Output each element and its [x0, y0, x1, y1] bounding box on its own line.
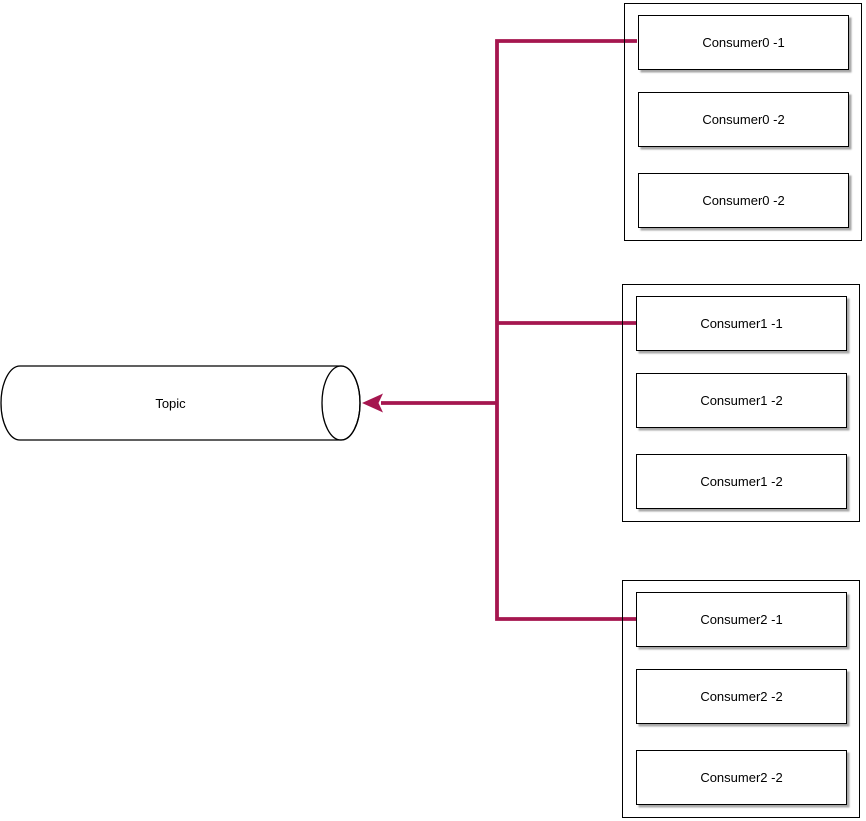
consumer-node[interactable]: Consumer2 -2 [636, 669, 847, 724]
arrowhead-left-icon [362, 393, 383, 413]
consumer-label: Consumer2 -2 [700, 689, 783, 704]
consumer-label: Consumer0 -1 [702, 35, 785, 50]
consumer-node[interactable]: Consumer2 -2 [636, 750, 847, 805]
consumer-node[interactable]: Consumer0 -2 [638, 92, 849, 147]
consumer-group-0[interactable]: Consumer0 -1 Consumer0 -2 Consumer0 -2 [624, 3, 862, 241]
consumer-node[interactable]: Consumer1 -2 [636, 373, 847, 428]
consumer-node[interactable]: Consumer1 -2 [636, 454, 847, 509]
consumer-label: Consumer0 -2 [702, 193, 785, 208]
consumer-group-1[interactable]: Consumer1 -1 Consumer1 -2 Consumer1 -2 [622, 284, 860, 522]
consumer-label: Consumer2 -2 [700, 770, 783, 785]
cylinder-shape-icon [0, 365, 361, 441]
consumer-label: Consumer2 -1 [700, 612, 783, 627]
consumer-label: Consumer1 -2 [700, 474, 783, 489]
consumer-node[interactable]: Consumer1 -1 [636, 296, 847, 351]
consumer-group-2[interactable]: Consumer2 -1 Consumer2 -2 Consumer2 -2 [622, 580, 860, 818]
consumer-label: Consumer0 -2 [702, 112, 785, 127]
consumer-node[interactable]: Consumer0 -1 [638, 15, 849, 70]
topic-label: Topic [155, 395, 186, 411]
consumer-node[interactable]: Consumer0 -2 [638, 173, 849, 228]
consumer-label: Consumer1 -2 [700, 393, 783, 408]
consumer-node[interactable]: Consumer2 -1 [636, 592, 847, 647]
edge-trunk-and-outer-branches [495, 39, 637, 621]
consumer-label: Consumer1 -1 [700, 316, 783, 331]
topic-node[interactable]: Topic [0, 365, 361, 441]
